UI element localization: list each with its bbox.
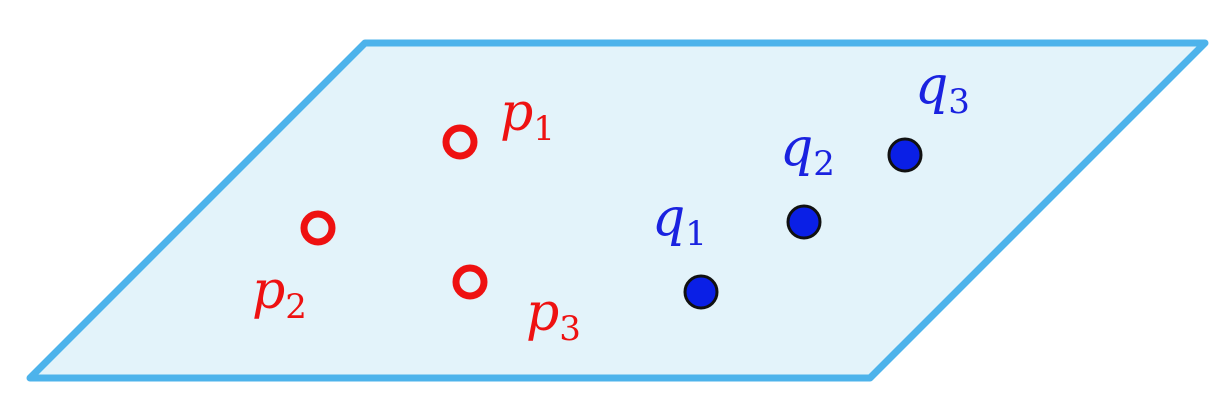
label-q3: q3 [915,56,970,122]
point-q3 [887,137,923,173]
label-q2: q2 [780,118,835,184]
point-q2 [786,204,822,240]
label-p3: p3 [526,283,581,349]
point-p3 [452,264,488,300]
point-p2 [300,210,336,246]
label-p1: p1 [500,83,555,149]
label-p2: p2 [252,261,307,327]
label-q1: q1 [652,188,707,254]
point-q1 [683,274,719,310]
plane [26,39,1209,382]
point-p1 [442,124,478,160]
